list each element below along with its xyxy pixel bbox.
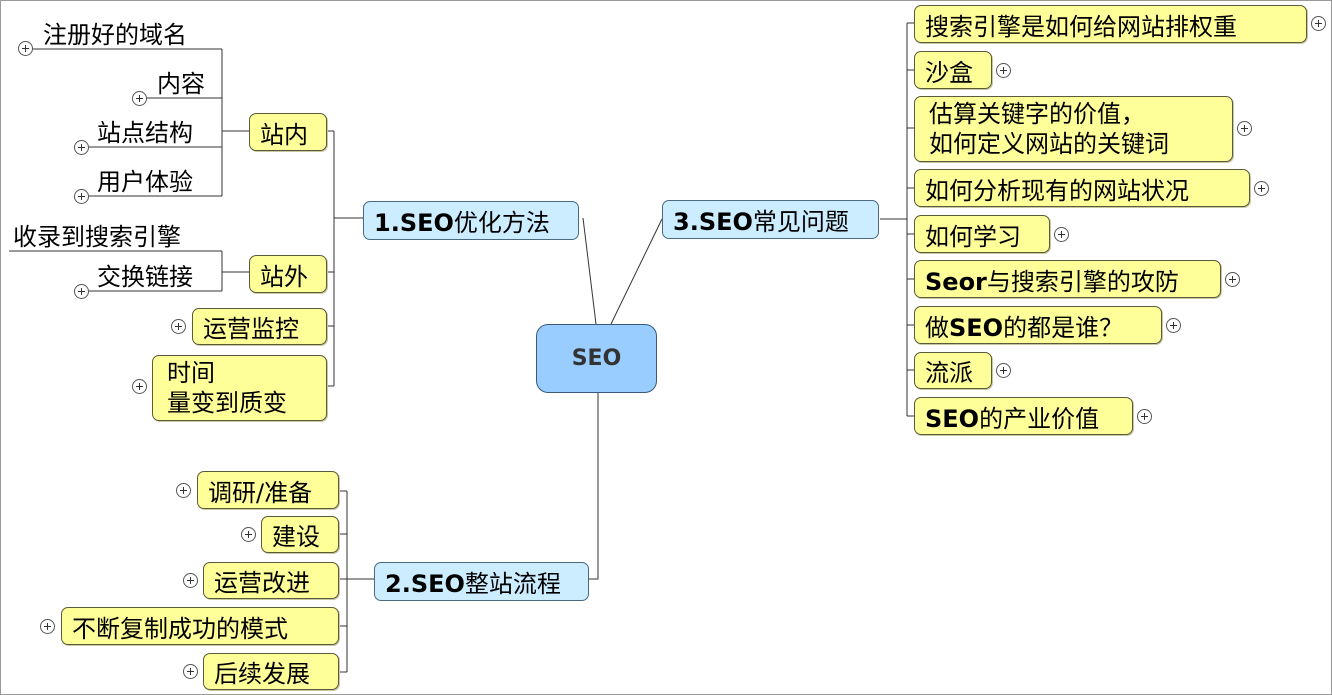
plus-circle-icon[interactable] [1311, 16, 1326, 31]
faq-item-industry[interactable]: SEO的产业价值 [914, 397, 1133, 435]
faq-item-analyze-label: 如何分析现有的网站状况 [925, 176, 1189, 205]
plus-circle-icon[interactable] [1254, 181, 1269, 196]
plus-circle-icon[interactable] [241, 527, 256, 542]
branch-process-label: 2.SEO整站流程 [385, 570, 561, 598]
process-item-improve-label: 运营改进 [214, 569, 310, 597]
plus-circle-icon[interactable] [1225, 272, 1240, 287]
node-offsite[interactable]: 站外 [249, 255, 327, 293]
plus-circle-icon[interactable] [132, 379, 147, 394]
branch-process[interactable]: 2.SEO整站流程 [374, 562, 589, 601]
process-item-improve[interactable]: 运营改进 [203, 562, 339, 599]
onsite-item-domain-label: 注册好的域名 [43, 20, 187, 49]
faq-item-analyze[interactable]: 如何分析现有的网站状况 [914, 169, 1250, 207]
branch-optimize[interactable]: 1.SEO优化方法 [363, 201, 579, 240]
faq-item-weight[interactable]: 搜索引擎是如何给网站排权重 [914, 5, 1307, 43]
branch-faq-label: 3.SEO常见问题 [673, 208, 849, 236]
process-item-followup-label: 后续发展 [214, 660, 310, 688]
node-time-label: 时间 量变到质变 [167, 359, 287, 417]
onsite-item-content-label: 内容 [157, 69, 205, 98]
onsite-item-ux-label: 用户体验 [97, 167, 193, 196]
node-time[interactable]: 时间 量变到质变 [152, 355, 327, 421]
branch-optimize-label: 1.SEO优化方法 [374, 209, 550, 237]
faq-item-who[interactable]: 做SEO的都是谁？ [914, 306, 1162, 344]
node-onsite-label: 站内 [260, 120, 308, 149]
plus-circle-icon[interactable] [996, 363, 1011, 378]
offsite-item-links-label: 交换链接 [97, 262, 193, 291]
process-item-followup[interactable]: 后续发展 [203, 653, 339, 690]
node-monitor[interactable]: 运营监控 [192, 308, 327, 345]
onsite-item-structure-label: 站点结构 [97, 118, 193, 147]
faq-item-schools[interactable]: 流派 [914, 352, 992, 389]
plus-circle-icon[interactable] [1054, 227, 1069, 242]
onsite-item-ux[interactable]: 用户体验 [93, 162, 197, 196]
faq-item-schools-label: 流派 [925, 359, 973, 387]
process-item-build[interactable]: 建设 [261, 516, 339, 553]
onsite-item-structure[interactable]: 站点结构 [93, 113, 197, 147]
plus-circle-icon[interactable] [74, 284, 89, 299]
faq-item-learn[interactable]: 如何学习 [914, 215, 1050, 253]
plus-circle-icon[interactable] [171, 319, 186, 334]
plus-circle-icon[interactable] [176, 483, 191, 498]
process-item-build-label: 建设 [272, 523, 320, 551]
faq-item-learn-label: 如何学习 [925, 222, 1021, 251]
onsite-item-domain[interactable]: 注册好的域名 [39, 15, 191, 49]
offsite-item-links[interactable]: 交换链接 [93, 257, 197, 291]
plus-circle-icon[interactable] [1166, 318, 1181, 333]
plus-circle-icon[interactable] [74, 140, 89, 155]
offsite-item-index-label: 收录到搜索引擎 [13, 222, 181, 251]
node-onsite[interactable]: 站内 [249, 113, 327, 151]
branch-faq[interactable]: 3.SEO常见问题 [662, 200, 879, 239]
plus-circle-icon[interactable] [183, 664, 198, 679]
plus-circle-icon[interactable] [1237, 121, 1252, 136]
plus-circle-icon[interactable] [183, 573, 198, 588]
process-item-research-label: 调研/准备 [208, 478, 313, 507]
root-node[interactable]: SEO [536, 324, 657, 393]
offsite-item-index[interactable]: 收录到搜索引擎 [9, 217, 185, 251]
onsite-item-content[interactable]: 内容 [153, 64, 209, 98]
process-item-replicate-label: 不断复制成功的模式 [72, 614, 288, 643]
faq-item-sandbox-label: 沙盒 [925, 58, 973, 87]
plus-circle-icon[interactable] [132, 91, 147, 106]
plus-circle-icon[interactable] [18, 41, 33, 56]
plus-circle-icon[interactable] [40, 619, 55, 634]
process-item-replicate[interactable]: 不断复制成功的模式 [61, 607, 339, 645]
node-monitor-label: 运营监控 [203, 315, 299, 343]
faq-item-weight-label: 搜索引擎是如何给网站排权重 [925, 12, 1237, 41]
faq-item-sandbox[interactable]: 沙盒 [914, 51, 992, 89]
plus-circle-icon[interactable] [1137, 409, 1152, 424]
faq-item-industry-label: SEO的产业价值 [925, 404, 1100, 433]
plus-circle-icon[interactable] [996, 63, 1011, 78]
process-item-research[interactable]: 调研/准备 [197, 471, 339, 509]
plus-circle-icon[interactable] [74, 189, 89, 204]
root-label: SEO [571, 346, 622, 371]
faq-item-offense-defense[interactable]: Seor与搜索引擎的攻防 [914, 260, 1221, 298]
faq-item-keywords[interactable]: 估算关键字的价值， 如何定义网站的关键词 [914, 96, 1233, 162]
faq-item-offense-defense-label: Seor与搜索引擎的攻防 [925, 267, 1179, 296]
faq-item-keywords-label: 估算关键字的价值， 如何定义网站的关键词 [929, 100, 1169, 158]
faq-item-who-label: 做SEO的都是谁？ [925, 313, 1124, 342]
node-offsite-label: 站外 [260, 262, 308, 291]
